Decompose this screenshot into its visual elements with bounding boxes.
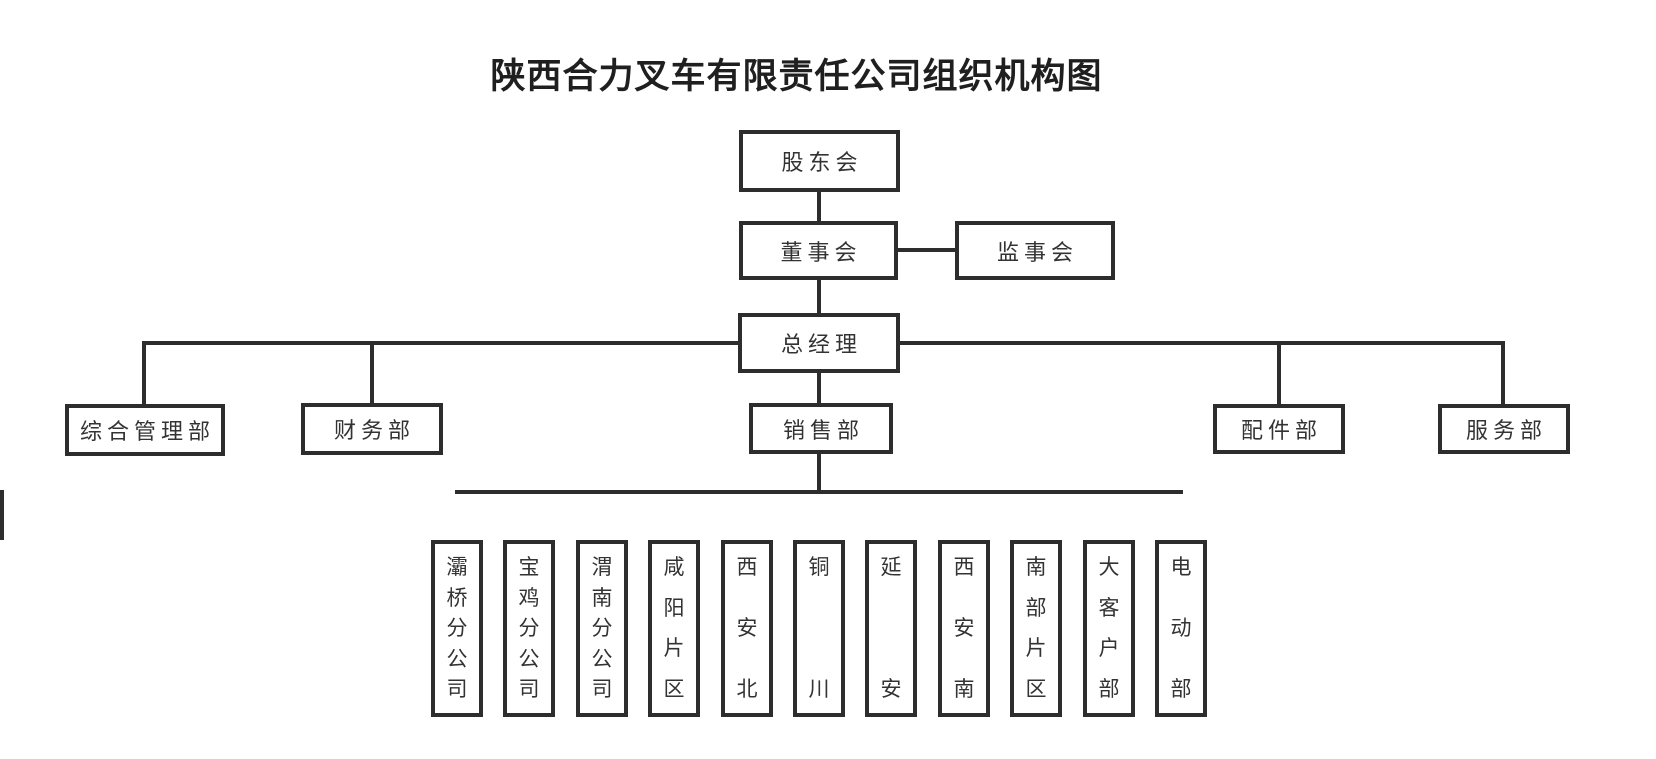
chart-title: 陕西合力叉车有限责任公司组织机构图 [490, 57, 1103, 96]
org-node-label: 服务部 [1465, 418, 1547, 443]
org-node-label: 总经理 [780, 332, 862, 357]
org-node-finance-dept: 财务部 [301, 403, 443, 455]
connector-service-drop [1501, 341, 1505, 404]
connector-gm-sales [817, 373, 821, 403]
org-node-label: 销售部 [782, 417, 864, 443]
org-node-label: 监事会 [996, 239, 1078, 265]
org-node-yanan: 延安 [865, 540, 917, 717]
org-node-xian-north: 西安北 [721, 540, 773, 717]
org-node-tongchuan: 铜川 [793, 540, 845, 717]
org-node-electric-dept: 电动部 [1155, 540, 1207, 717]
org-node-label: 股东会 [781, 150, 863, 175]
org-node-label: 董事会 [780, 239, 862, 265]
connector-admin-drop [142, 341, 146, 405]
connector-board-supervisory [898, 248, 955, 252]
connector-finance-drop [370, 341, 374, 403]
org-node-board: 董事会 [739, 221, 898, 280]
connector-shareholders-board [817, 192, 821, 221]
org-node-label: 财务部 [333, 418, 415, 443]
org-node-service-dept: 服务部 [1438, 404, 1570, 454]
org-node-baoji-branch: 宝鸡分公司 [503, 540, 555, 717]
connector-subunits-rail [455, 490, 1183, 494]
org-node-weinan-branch: 渭南分公司 [576, 540, 628, 717]
org-node-xianyang-area: 咸阳片区 [648, 540, 700, 717]
connector-sales-drop [817, 453, 821, 492]
org-node-label: 综合管理部 [79, 419, 215, 444]
org-node-baqiao-branch: 灞桥分公司 [431, 540, 483, 717]
org-node-xian-south: 西安南 [938, 540, 990, 717]
org-node-admin-dept: 综合管理部 [65, 404, 225, 456]
org-node-key-accounts: 大客户部 [1083, 540, 1135, 717]
org-node-label: 配件部 [1240, 418, 1322, 443]
org-node-parts-dept: 配件部 [1213, 404, 1345, 454]
connector-subunit-stub [0, 490, 4, 540]
org-node-southern-area: 南部片区 [1010, 540, 1062, 717]
connector-parts-drop [1277, 341, 1281, 404]
org-node-general-manager: 总经理 [738, 313, 900, 373]
connector-board-gm [817, 280, 821, 313]
org-node-shareholders: 股东会 [739, 130, 900, 192]
org-node-sales-dept: 销售部 [749, 403, 893, 454]
org-node-supervisory: 监事会 [955, 221, 1115, 280]
